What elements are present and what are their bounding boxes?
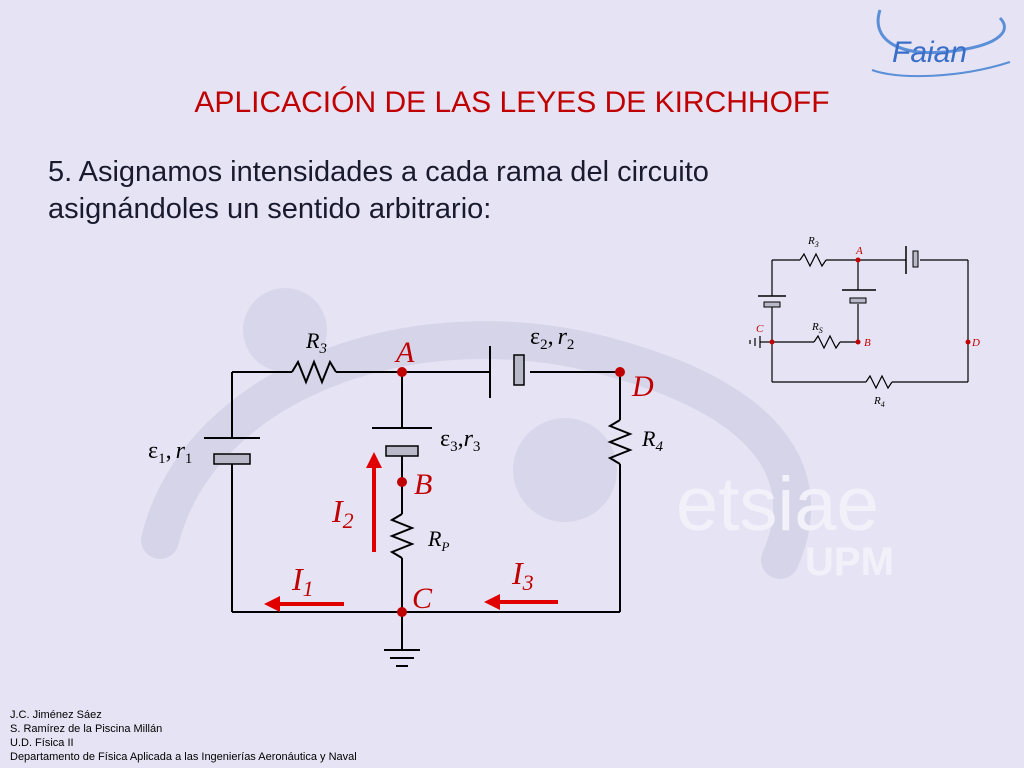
footer-line-3: U.D. Física II	[10, 737, 74, 749]
resistor-r4	[607, 419, 633, 465]
label-r3: R3	[305, 328, 327, 357]
upm-logo: UPM	[805, 540, 894, 584]
label-i1: I1	[291, 561, 314, 601]
node-a-label: A	[394, 336, 415, 369]
faian-logo-swoosh	[876, 9, 1006, 55]
footer-line-4: Departamento de Física Aplicada a las In…	[10, 751, 357, 763]
arrow-i1-icon	[264, 596, 344, 612]
mini-label-rs: RS	[811, 321, 823, 335]
faian-logo-text: Faian	[892, 36, 967, 69]
arrow-i2-icon	[366, 452, 382, 552]
slide-title: APLICACIÓN DE LAS LEYES DE KIRCHHOFF	[194, 86, 830, 119]
label-i3: I3	[511, 555, 534, 595]
node-b-dot	[397, 477, 407, 487]
mini-label-r3: R3	[807, 235, 819, 249]
mini-node-d-dot	[965, 339, 971, 345]
mini-resistor-r4	[865, 374, 893, 390]
node-d-dot	[615, 367, 625, 377]
mini-resistor-r3	[799, 252, 827, 268]
faian-logo: Faian	[871, 9, 1011, 78]
mini-node-a-dot	[855, 257, 861, 263]
label-e2-r2: ε2,r2	[530, 324, 574, 353]
body-line-1: 5. Asignamos intensidades a cada rama de…	[48, 156, 709, 188]
mini-node-b-label: B	[864, 337, 871, 349]
watermark-globe-2	[513, 418, 617, 522]
footer-line-1: J.C. Jiménez Sáez	[10, 709, 102, 721]
mini-node-c-label: C	[756, 323, 764, 335]
faian-logo-arc	[871, 61, 1011, 78]
node-a-dot	[397, 367, 407, 377]
battery-e1	[204, 437, 260, 465]
label-i2: I2	[331, 493, 354, 533]
label-r4: R4	[641, 426, 663, 455]
etsiae-logo: etsiae	[676, 462, 879, 547]
watermark-globe-1	[243, 288, 327, 372]
mini-node-c-dot	[769, 339, 775, 345]
label-rp: RP	[427, 526, 449, 554]
body-line-2: asignándoles un sentido arbitrario:	[48, 193, 492, 225]
battery-e3	[372, 427, 432, 457]
resistor-r3	[291, 359, 337, 385]
mini-node-a-label: A	[855, 245, 863, 257]
node-c-dot	[397, 607, 407, 617]
footer-line-2: S. Ramírez de la Piscina Millán	[10, 723, 163, 735]
footer-credits: J.C. Jiménez Sáez S. Ramírez de la Pisci…	[10, 708, 357, 764]
node-c-label: C	[412, 582, 433, 615]
battery-e2	[489, 346, 525, 398]
resistor-rp	[389, 513, 415, 559]
mini-node-d-label: D	[971, 337, 980, 349]
node-d-label: D	[631, 370, 654, 403]
mini-node-b-dot	[855, 339, 861, 345]
mini-resistor-rs	[813, 334, 841, 350]
mini-label-r4: R4	[873, 395, 885, 409]
label-e1-r1: ε1,r1	[148, 438, 192, 467]
label-e3-r3: ε3,r3	[440, 426, 480, 455]
node-b-label: B	[414, 468, 432, 501]
arrow-i3-icon	[484, 594, 558, 610]
slide-body: 5. Asignamos intensidades a cada rama de…	[48, 154, 888, 228]
